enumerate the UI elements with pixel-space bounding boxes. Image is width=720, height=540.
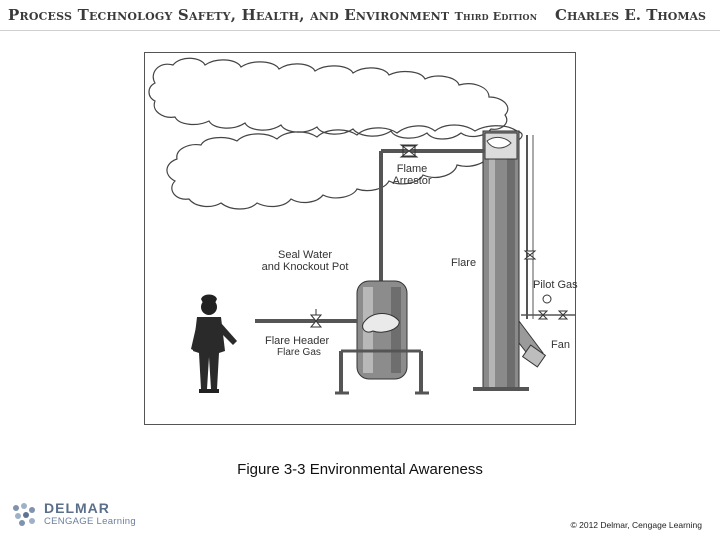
figure-frame: Flame Arrestor Seal Water and Knockout P… xyxy=(144,52,578,425)
publisher-logo: DELMAR CENGAGE Learning xyxy=(10,500,150,530)
flare-header-label: Flare Header xyxy=(265,335,330,347)
smoke-cloud xyxy=(148,57,523,210)
worker-figure xyxy=(191,294,237,393)
flame-arrestor-label: Flame Arrestor xyxy=(392,163,432,187)
flare-label: Flare xyxy=(451,257,477,269)
figure-caption: Figure 3-3 Environmental Awareness xyxy=(237,461,483,478)
header-rule xyxy=(0,30,720,31)
flame-arrestor xyxy=(399,144,419,158)
fan-housing xyxy=(521,344,547,368)
pilot-valve-lower xyxy=(537,310,549,320)
copyright-notice: © 2012 Delmar, Cengage Learning xyxy=(570,520,703,530)
flare-gas-label: Flare Gas xyxy=(277,347,321,358)
flare-base xyxy=(473,387,529,391)
logo-word-cengage: CENGAGE Learning xyxy=(44,516,136,527)
knockout-splash xyxy=(362,313,400,333)
logo-word-delmar: DELMAR xyxy=(44,500,110,516)
header-title: Process Technology Safety, Health, and E… xyxy=(8,6,537,24)
flare-header-valve xyxy=(309,314,323,328)
pilot-valve-upper xyxy=(523,250,537,260)
pilot-gas-label: Pilot Gas xyxy=(533,279,578,291)
flare-system-diagram xyxy=(148,57,575,395)
edition: Third Edition xyxy=(454,10,538,23)
seal-water-label: Seal Water and Knockout Pot xyxy=(261,249,349,273)
delmar-logo-icon xyxy=(13,503,35,526)
book-title: Process Technology Safety, Health, and E… xyxy=(8,6,450,24)
header-author: Charles E. Thomas xyxy=(555,6,706,24)
fan-label: Fan xyxy=(551,339,570,351)
pilot-gauge xyxy=(542,294,552,304)
